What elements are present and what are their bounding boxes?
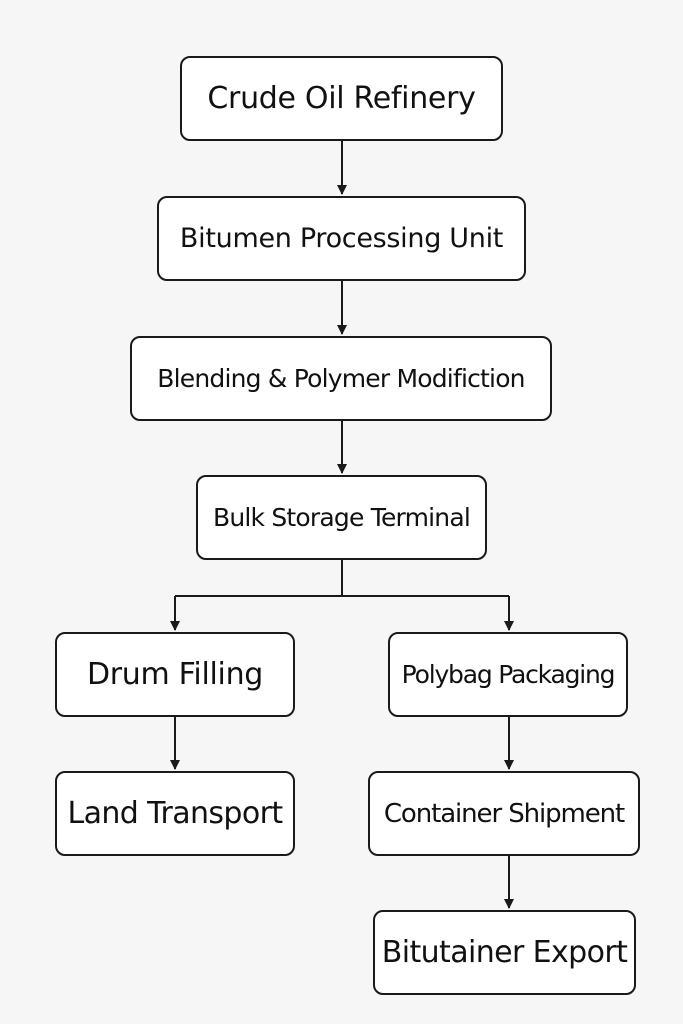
node-container-shipment: Container Shipment (368, 771, 640, 856)
node-crude-oil-refinery: Crude Oil Refinery (180, 56, 503, 141)
node-polybag-packaging: Polybag Packaging (388, 632, 628, 717)
node-label: Land Transport (67, 796, 283, 831)
node-label: Bitutainer Export (381, 935, 628, 970)
node-label: Polybag Packaging (401, 660, 616, 689)
node-blending-polymer-modification: Blending & Polymer Modifiction (130, 336, 552, 421)
connector-bulk-branch (175, 560, 509, 597)
node-label: Drum Filling (86, 657, 264, 692)
node-label: Crude Oil Refinery (207, 81, 476, 116)
node-bitumen-processing-unit: Bitumen Processing Unit (157, 196, 526, 281)
node-bulk-storage-terminal: Bulk Storage Terminal (196, 475, 487, 560)
node-drum-filling: Drum Filling (55, 632, 295, 717)
node-bitutainer-export: Bitutainer Export (373, 910, 636, 995)
node-label: Blending & Polymer Modifiction (157, 364, 525, 393)
node-land-transport: Land Transport (55, 771, 295, 856)
node-label: Container Shipment (383, 798, 625, 829)
node-label: Bitumen Processing Unit (179, 223, 504, 254)
node-label: Bulk Storage Terminal (213, 503, 471, 532)
